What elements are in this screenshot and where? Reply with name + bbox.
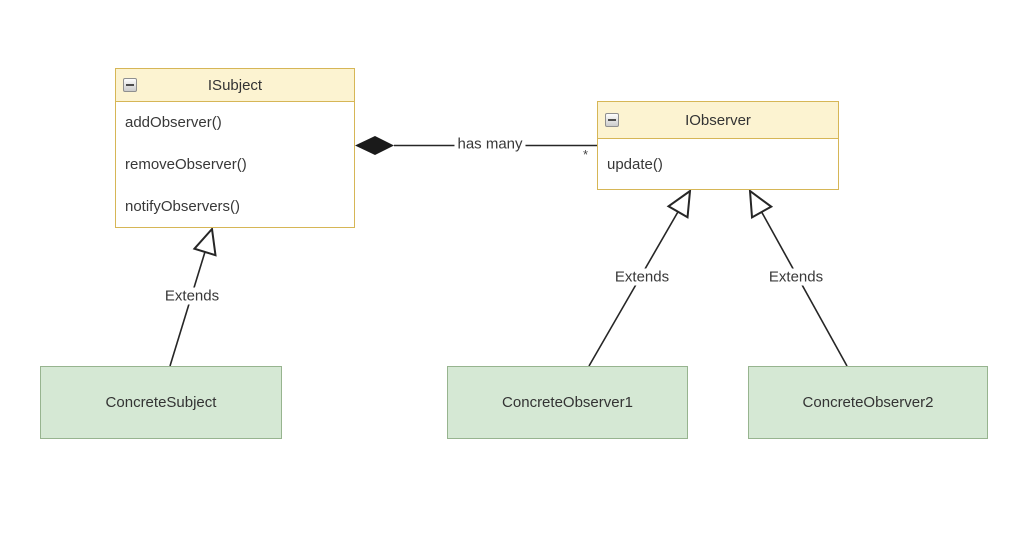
composition-diamond-icon	[355, 136, 394, 155]
node-concrete-observer1[interactable]: ConcreteObserver1	[447, 366, 688, 439]
edge-label-extends-subject[interactable]: Extends	[161, 287, 223, 305]
class-isubject-title: ISubject	[207, 76, 263, 94]
method-add-observer: addObserver()	[125, 114, 222, 132]
node-concrete-observer2[interactable]: ConcreteObserver2	[748, 366, 988, 439]
edge-label-extends-observer1[interactable]: Extends	[611, 268, 673, 286]
class-isubject[interactable]: ISubject addObserver() removeObserver() …	[115, 68, 355, 228]
multiplicity-star: *	[583, 147, 589, 162]
edge-label-extends-observer2[interactable]: Extends	[765, 268, 827, 286]
collapse-minus-icon[interactable]	[123, 78, 137, 92]
node-concrete-subject[interactable]: ConcreteSubject	[40, 366, 282, 439]
method-notify-observers: notifyObservers()	[125, 197, 241, 215]
class-iobserver-body: update()	[598, 139, 838, 189]
collapse-minus-icon[interactable]	[605, 113, 619, 127]
class-iobserver-header: IObserver	[598, 102, 838, 139]
class-isubject-header: ISubject	[116, 69, 354, 102]
method-update: update()	[607, 155, 663, 173]
class-iobserver-title: IObserver	[685, 111, 751, 129]
class-iobserver[interactable]: IObserver update()	[597, 101, 839, 190]
minus-glyph	[608, 119, 616, 121]
method-remove-observer: removeObserver()	[125, 156, 247, 173]
class-isubject-body: addObserver() removeObserver() notifyObs…	[116, 102, 354, 227]
minus-glyph	[126, 84, 134, 86]
edge-label-has-many[interactable]: has many	[454, 135, 526, 153]
